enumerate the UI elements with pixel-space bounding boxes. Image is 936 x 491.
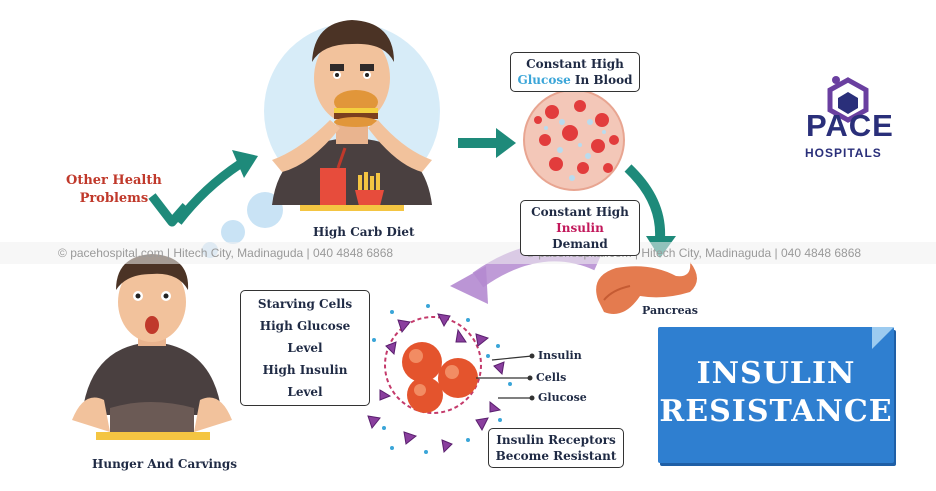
receptors-line2: Become Resistant	[495, 449, 617, 463]
legend-cells-label: Cells	[536, 371, 567, 384]
banner-fold-corner	[872, 327, 894, 349]
in-blood-text: In Blood	[570, 73, 633, 87]
logo-pace-text: PACE	[806, 108, 894, 143]
insulin-box-line1: Constant High	[531, 205, 629, 219]
arrow-diet-to-glucose	[458, 128, 516, 158]
banner-title: INSULIN RESISTANCE	[658, 355, 894, 431]
receptors-resistant-box: Insulin Receptors Become Resistant	[488, 428, 624, 468]
thought-bubble-medium	[221, 220, 245, 244]
pancreas-organ	[596, 262, 697, 314]
hungry-man-figure	[72, 254, 232, 440]
demand-text: Demand	[552, 237, 608, 251]
man-eating-burger-figure	[272, 20, 432, 211]
watermark-text-left: © pacehospital.com | Hitech City, Madina…	[58, 246, 394, 260]
watermark-band	[0, 242, 936, 264]
pancreas-label: Pancreas	[642, 304, 698, 317]
other-health-problems-label: Other Health Problems	[66, 172, 162, 208]
constant-high-insulin-box: Constant High Insulin Demand	[520, 200, 640, 256]
pace-logo-mark	[827, 76, 869, 123]
other-health-line2: Problems	[79, 191, 149, 206]
receptors-line1: Insulin Receptors	[496, 433, 616, 447]
constant-high-glucose-box: Constant High Glucose In Blood	[510, 52, 640, 92]
glucose-box-line1: Constant High	[526, 57, 624, 71]
high-glucose-level-text: High Glucose Level	[259, 319, 351, 355]
other-health-line1: Other Health	[66, 173, 162, 188]
blood-glucose-circle	[523, 89, 625, 191]
banner-line2: RESISTANCE	[659, 394, 893, 429]
high-insulin-level-text: High Insulin Level	[262, 363, 348, 399]
banner-line1: INSULIN	[696, 356, 856, 391]
insulin-resistance-banner	[658, 327, 894, 463]
watermark-left-text: pacehospital.com | Hitech City, Madinagu…	[70, 246, 394, 260]
starving-cells-box: Starving Cells High Glucose Level High I…	[240, 290, 370, 406]
cells-cluster	[360, 304, 535, 454]
legend-insulin-label: Insulin	[538, 349, 582, 362]
insulin-word: Insulin	[556, 221, 604, 235]
glucose-box-line2: Glucose In Blood	[517, 72, 633, 88]
logo-hospitals-text: HOSPITALS	[805, 146, 882, 160]
high-carb-diet-label: High Carb Diet	[313, 225, 415, 239]
arrow-hunger-to-diet	[148, 150, 258, 227]
starving-cells-text: Starving Cells	[257, 297, 353, 311]
glucose-word: Glucose	[517, 73, 571, 87]
legend-glucose-label: Glucose	[538, 391, 587, 404]
hunger-label: Hunger And Carvings	[92, 457, 237, 471]
insulin-box-line2: Insulin Demand	[527, 220, 633, 252]
